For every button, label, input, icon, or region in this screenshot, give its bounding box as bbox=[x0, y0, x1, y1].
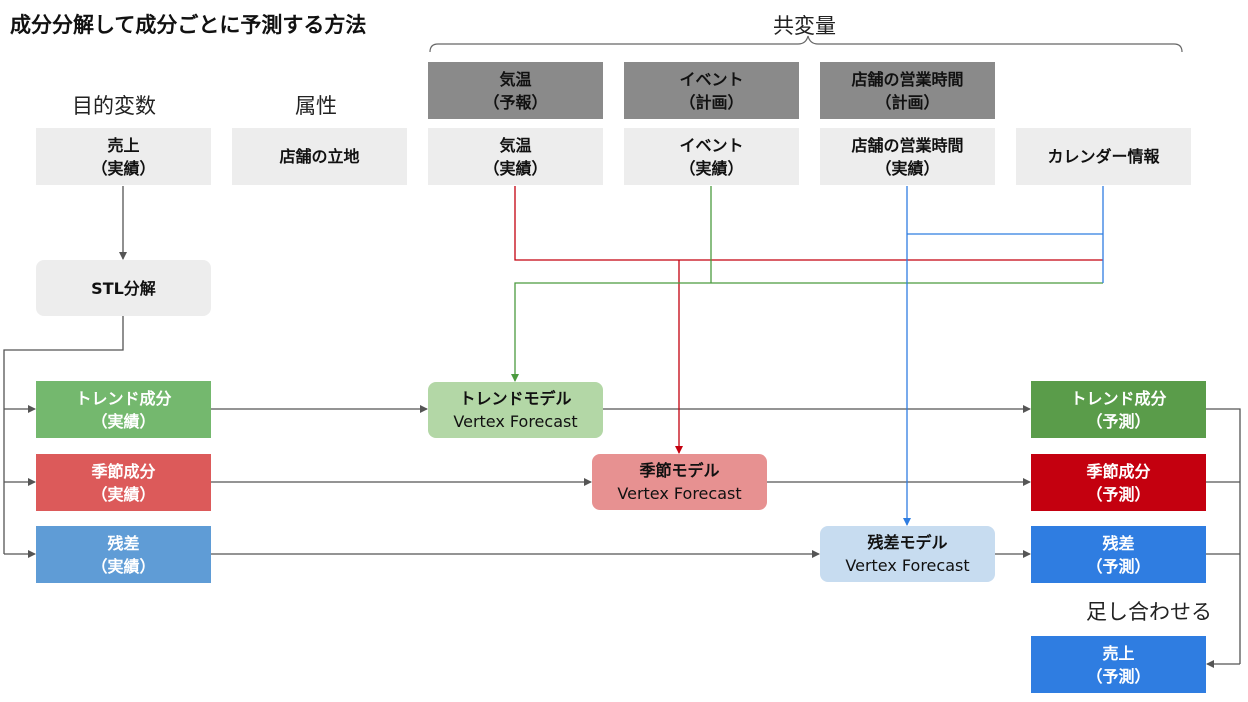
residual-pred-box: 残差 （予測） bbox=[1031, 526, 1206, 583]
sales-pred-line1: 売上 bbox=[1102, 643, 1135, 663]
calendar-label: カレンダー情報 bbox=[1047, 147, 1160, 166]
attribute-heading: 属性 bbox=[295, 94, 337, 118]
sum-line bbox=[1206, 408, 1241, 664]
residual-actual-line1: 残差 bbox=[107, 533, 140, 553]
sales-actual-line2: （実績） bbox=[91, 158, 156, 178]
future-hours-box: 店舗の営業時間 （計画） bbox=[820, 62, 995, 119]
trend-actual-line1: トレンド成分 bbox=[75, 388, 172, 408]
future-event-box: イベント （計画） bbox=[624, 62, 799, 119]
hours-actual-line2: （実績） bbox=[875, 158, 940, 178]
seasonal-model-name: 季節モデル bbox=[639, 461, 720, 480]
event-actual-box: イベント （実績） bbox=[624, 128, 799, 185]
seasonal-actual-box: 季節成分 （実績） bbox=[36, 454, 211, 511]
future-hours-line1: 店舗の営業時間 bbox=[851, 69, 964, 89]
residual-model-engine: Vertex Forecast bbox=[845, 556, 970, 575]
residual-actual-line2: （実績） bbox=[91, 556, 156, 576]
seasonal-actual-line1: 季節成分 bbox=[91, 461, 156, 481]
trend-model-engine: Vertex Forecast bbox=[453, 412, 578, 431]
sales-actual-box: 売上 （実績） bbox=[36, 128, 211, 185]
residual-actual-box: 残差 （実績） bbox=[36, 526, 211, 583]
temp-actual-box: 気温 （実績） bbox=[428, 128, 603, 185]
sales-pred-box: 売上 （予測） bbox=[1031, 636, 1206, 693]
location-box: 店舗の立地 bbox=[232, 128, 407, 185]
trend-pred-line2: （予測） bbox=[1086, 411, 1151, 431]
event-actual-line1: イベント bbox=[679, 135, 744, 155]
temp-actual-line2: （実績） bbox=[483, 158, 548, 178]
covariates-heading: 共変量 bbox=[773, 14, 836, 38]
temp-actual-line1: 気温 bbox=[499, 135, 532, 155]
seasonal-covariate-line bbox=[514, 186, 1103, 261]
seasonal-model-box: 季節モデル Vertex Forecast bbox=[592, 454, 767, 510]
location-label: 店舗の立地 bbox=[279, 147, 360, 166]
trend-model-box: トレンドモデル Vertex Forecast bbox=[428, 382, 603, 438]
future-event-line2: （計画） bbox=[679, 92, 744, 112]
residual-model-name: 残差モデル bbox=[867, 533, 948, 552]
stl-box: STL分解 bbox=[36, 260, 211, 316]
hours-actual-box: 店舗の営業時間 （実績） bbox=[820, 128, 995, 185]
page-title: 成分分解して成分ごとに予測する方法 bbox=[10, 13, 367, 37]
trend-model-name: トレンドモデル bbox=[459, 389, 572, 408]
seasonal-pred-line1: 季節成分 bbox=[1086, 461, 1151, 481]
residual-model-box: 残差モデル Vertex Forecast bbox=[820, 526, 995, 582]
calendar-box: カレンダー情報 bbox=[1016, 128, 1191, 185]
residual-pred-line1: 残差 bbox=[1102, 533, 1135, 553]
seasonal-actual-line2: （実績） bbox=[91, 484, 156, 504]
sales-actual-line1: 売上 bbox=[107, 135, 140, 155]
residual-pred-line2: （予測） bbox=[1086, 556, 1151, 576]
future-temp-line1: 気温 bbox=[499, 69, 532, 89]
trend-pred-box: トレンド成分 （予測） bbox=[1031, 381, 1206, 438]
seasonal-model-engine: Vertex Forecast bbox=[617, 484, 742, 503]
seasonal-pred-box: 季節成分 （予測） bbox=[1031, 454, 1206, 511]
stl-label: STL分解 bbox=[91, 278, 156, 298]
sales-pred-line2: （予測） bbox=[1086, 666, 1151, 686]
future-event-line1: イベント bbox=[679, 69, 744, 89]
future-temp-box: 気温 （予報） bbox=[428, 62, 603, 119]
trend-covariate-bus bbox=[511, 282, 1103, 382]
event-actual-line2: （実績） bbox=[679, 158, 744, 178]
future-hours-line2: （計画） bbox=[875, 92, 940, 112]
covariates-brace bbox=[429, 35, 1183, 53]
trend-pred-line1: トレンド成分 bbox=[1070, 388, 1167, 408]
hours-actual-line1: 店舗の営業時間 bbox=[851, 135, 964, 155]
stl-split-line bbox=[3, 316, 124, 554]
sum-heading: 足し合わせる bbox=[1086, 600, 1212, 624]
seasonal-pred-line2: （予測） bbox=[1086, 484, 1151, 504]
trend-actual-line2: （実績） bbox=[91, 411, 156, 431]
target-heading: 目的変数 bbox=[72, 94, 156, 118]
future-temp-line2: （予報） bbox=[483, 92, 548, 112]
trend-actual-box: トレンド成分 （実績） bbox=[36, 381, 211, 438]
